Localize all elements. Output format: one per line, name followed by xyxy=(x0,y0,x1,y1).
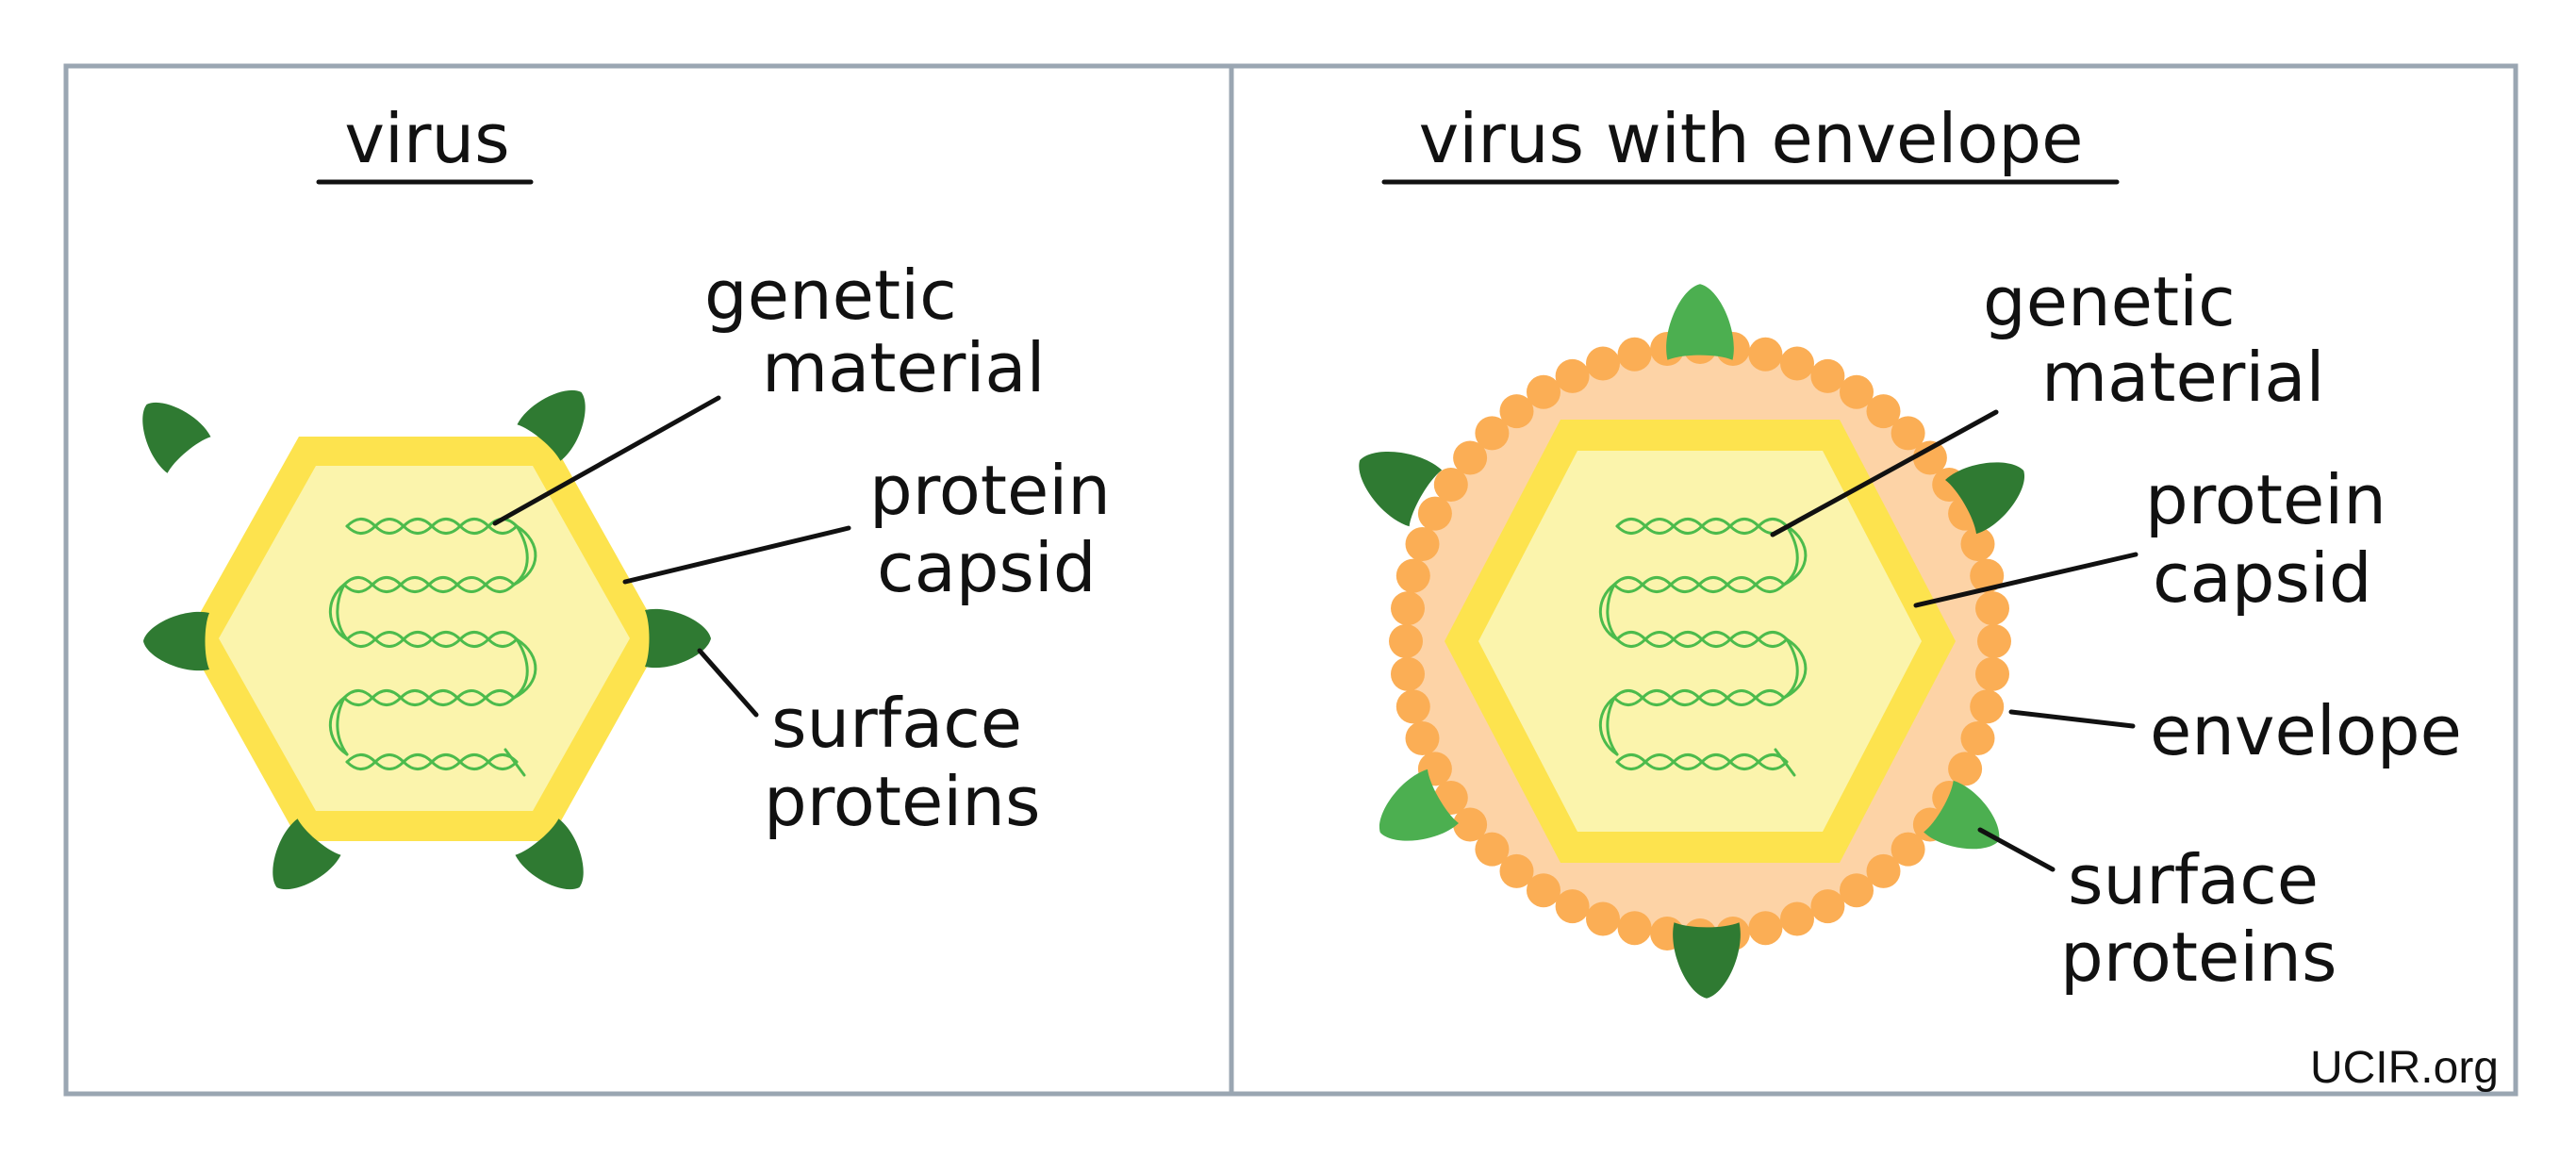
envelope-lipid-dot xyxy=(1586,346,1620,381)
envelope-lipid-dot xyxy=(1405,527,1440,561)
envelope-lipid-dot xyxy=(1475,416,1510,451)
envelope-lipid-dot xyxy=(1975,656,2009,691)
envelope-lipid-dot xyxy=(1960,721,1995,755)
envelope-lipid-dot xyxy=(1391,591,1425,626)
envelope-lipid-dot xyxy=(1405,721,1440,755)
envelope-lipid-dot xyxy=(1810,358,1845,393)
envelope-lipid-dot xyxy=(1617,911,1652,946)
label-envelope: envelope xyxy=(2150,691,2462,770)
leader-protein-capsid xyxy=(622,525,851,585)
envelope-lipid-dot xyxy=(1453,807,1488,842)
label-protein-capsid: protein capsid xyxy=(869,451,1132,607)
envelope-lipid-dot xyxy=(1499,394,1534,429)
envelope-lipid-dot xyxy=(1891,832,1925,867)
leader-genetic-material xyxy=(1770,409,1999,537)
label-genetic-material: genetic material xyxy=(704,256,1046,407)
envelope-lipid-dot xyxy=(1391,656,1425,691)
label-surface-proteins: surface proteins xyxy=(2060,840,2340,997)
envelope-lipid-dot xyxy=(1617,337,1652,372)
leader-surface-proteins xyxy=(697,648,759,718)
envelope-lipid-dot xyxy=(1417,496,1452,531)
credit-text: UCIR.org xyxy=(2310,1043,2499,1093)
envelope-lipid-dot xyxy=(1395,689,1430,724)
panel-title-virus: virus xyxy=(344,99,509,178)
leader-surface-proteins xyxy=(1977,827,2056,872)
envelope-lipid-dot xyxy=(1555,889,1590,924)
envelope-lipid-dot xyxy=(1970,689,2005,724)
envelope-lipid-dot xyxy=(1866,394,1901,429)
envelope-lipid-dot xyxy=(1527,873,1560,908)
envelope-lipid-dot xyxy=(1499,853,1534,888)
label-genetic-material: genetic material xyxy=(1983,262,2325,417)
panel-title-virus-with-envelope: virus with envelope xyxy=(1419,99,2084,178)
genetic-material xyxy=(1598,518,1808,777)
envelope-lipid-dot xyxy=(1780,901,1814,936)
envelope-lipid-dot xyxy=(1748,337,1783,372)
envelope-lipid-dot xyxy=(1748,911,1783,946)
envelope-lipid-dot xyxy=(1475,832,1510,867)
envelope-lipid-dot xyxy=(1810,889,1845,924)
panel-virus-with-envelope: virus with envelope xyxy=(1343,99,2462,999)
leader-genetic-material xyxy=(492,395,721,526)
envelope-lipid-dot xyxy=(1840,873,1874,908)
label-protein-capsid: protein capsid xyxy=(2145,460,2408,618)
envelope-lipid-dot xyxy=(1970,558,2005,593)
envelope-lipid-dot xyxy=(1389,624,1423,658)
envelope-lipid-dot xyxy=(1977,624,2011,658)
envelope-lipid-dot xyxy=(1395,558,1430,593)
panel-virus: virus xyxy=(124,99,1132,907)
leader-protein-capsid xyxy=(1913,552,2138,608)
envelope-lipid-dot xyxy=(1453,440,1488,475)
envelope-lipid-dot xyxy=(1866,853,1901,888)
genetic-material xyxy=(328,518,537,777)
envelope-lipid-dot xyxy=(1555,358,1590,393)
envelope-lipid-dot xyxy=(1433,468,1468,502)
envelope-lipid-dot xyxy=(1780,346,1814,381)
leader-envelope xyxy=(2008,709,2136,729)
envelope-lipid-dot xyxy=(1840,374,1874,409)
label-surface-proteins: surface proteins xyxy=(764,684,1044,841)
envelope-lipid-dot xyxy=(1891,416,1925,451)
envelope-lipid-dot xyxy=(1527,374,1560,409)
envelope-lipid-dot xyxy=(1975,591,2009,626)
envelope-lipid-dot xyxy=(1960,527,1995,561)
envelope-lipid-dot xyxy=(1912,440,1947,475)
envelope-lipid-dot xyxy=(1586,901,1620,936)
envelope-lipid-dot xyxy=(1948,752,1983,786)
